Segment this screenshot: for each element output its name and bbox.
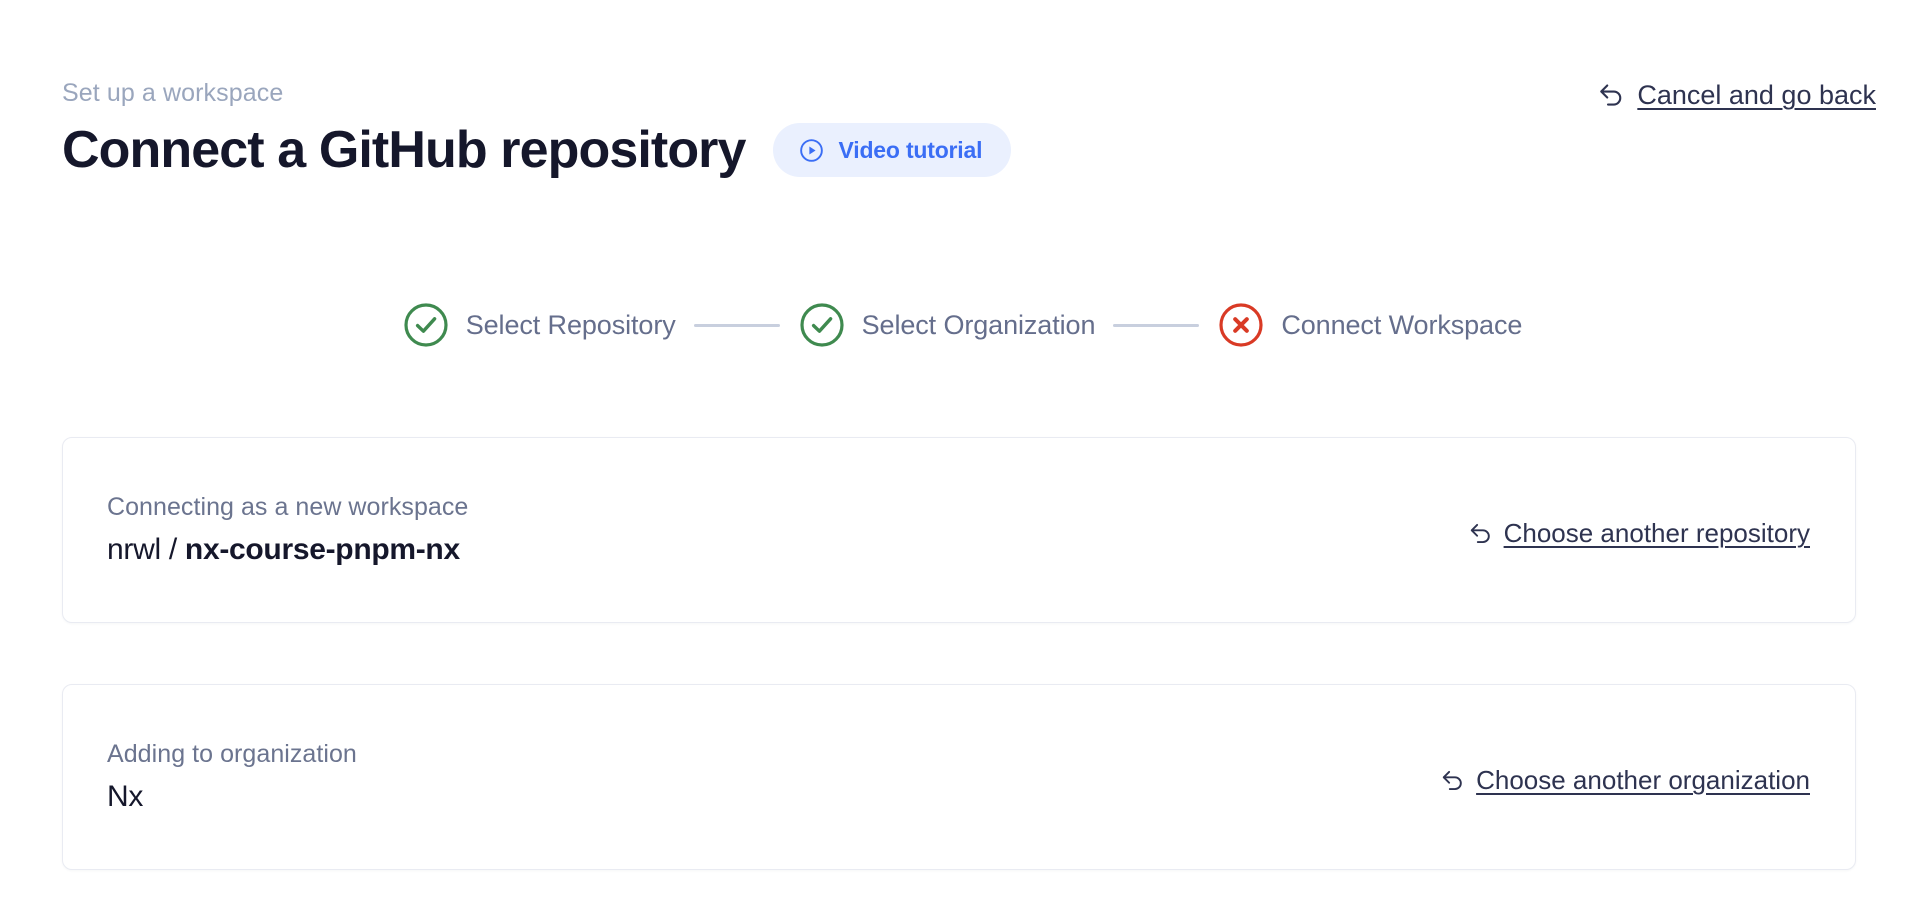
step-select-repository[interactable]: Select Repository [402,301,676,349]
x-circle-icon [1217,301,1265,349]
step-connector-2 [1113,324,1199,327]
repository-card: Connecting as a new workspace nrwl / nx-… [62,437,1856,623]
progress-stepper: Select Repository Select Organization Co… [0,301,1924,349]
step-label-connect-workspace: Connect Workspace [1281,309,1522,341]
step-label-select-organization: Select Organization [862,309,1096,341]
choose-another-repository-label: Choose another repository [1504,518,1810,549]
choose-another-organization-link[interactable]: Choose another organization [1439,765,1810,796]
arrow-uturn-left-icon [1596,80,1626,110]
organization-card-inner: Adding to organization Nx Choose another… [63,685,1855,869]
arrow-uturn-left-icon [1467,520,1494,547]
repository-card-text: Connecting as a new workspace nrwl / nx-… [107,492,468,568]
choose-another-repository-link[interactable]: Choose another repository [1467,518,1810,549]
organization-card-text: Adding to organization Nx [107,739,357,815]
step-select-organization[interactable]: Select Organization [798,301,1096,349]
step-connect-workspace[interactable]: Connect Workspace [1217,301,1522,349]
arrow-uturn-left-icon [1439,767,1466,794]
repository-card-value: nrwl / nx-course-pnpm-nx [107,532,468,568]
repository-name: nx-course-pnpm-nx [185,533,460,566]
repository-card-caption: Connecting as a new workspace [107,492,468,522]
repository-separator: / [161,533,185,566]
check-circle-icon [402,301,450,349]
organization-card-caption: Adding to organization [107,739,357,769]
organization-name: Nx [107,779,357,815]
choose-another-organization-label: Choose another organization [1476,765,1810,796]
step-connector-1 [694,324,780,327]
play-circle-icon [798,137,825,164]
organization-card: Adding to organization Nx Choose another… [62,684,1856,870]
video-tutorial-button[interactable]: Video tutorial [773,123,1012,177]
page-title: Connect a GitHub repository [62,120,746,180]
cancel-and-go-back-label: Cancel and go back [1637,79,1876,111]
video-tutorial-label: Video tutorial [839,137,983,164]
step-label-select-repository: Select Repository [466,309,676,341]
repository-card-inner: Connecting as a new workspace nrwl / nx-… [63,438,1855,622]
check-circle-icon [798,301,846,349]
cancel-and-go-back-link[interactable]: Cancel and go back [1596,79,1876,111]
title-row: Connect a GitHub repository Video tutori… [62,120,1874,180]
repository-owner: nrwl [107,533,161,566]
